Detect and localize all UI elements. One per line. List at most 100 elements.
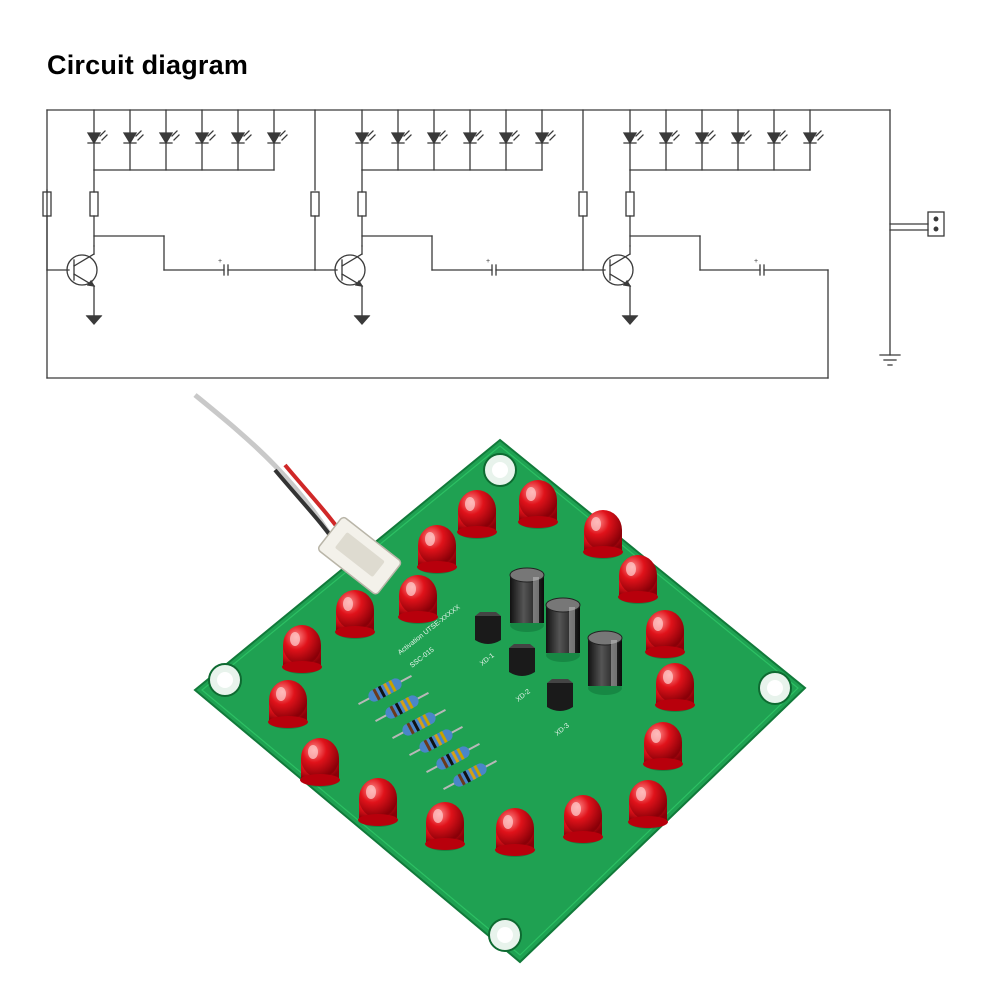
led-arrow (441, 134, 448, 141)
led-dome (519, 480, 557, 520)
led-highlight (290, 632, 300, 646)
led-arrow (637, 134, 644, 141)
resistor (443, 760, 497, 790)
resistor-band (372, 688, 381, 701)
led-dome (426, 802, 464, 842)
to92-transistor (547, 683, 573, 711)
led-arrow (137, 134, 144, 141)
connector-pin (933, 226, 939, 232)
led-diode (194, 132, 210, 145)
to92-transistor (475, 616, 501, 644)
led-arrow (707, 130, 714, 137)
led-dome (646, 610, 684, 650)
led-highlight (626, 562, 636, 576)
led-dome (656, 663, 694, 703)
led-arrow (403, 130, 410, 137)
led-dome (564, 795, 602, 835)
led-dome (301, 738, 339, 778)
led-highlight (343, 597, 353, 611)
to92-transistor (509, 648, 535, 676)
led-dome (619, 555, 657, 595)
resistor-band (473, 765, 482, 778)
led-flange (628, 816, 668, 828)
led-flange (425, 838, 465, 850)
led-highlight (425, 532, 435, 546)
resistor-band (428, 736, 438, 749)
led-arrow (439, 130, 446, 137)
ground-symbol (85, 315, 103, 325)
led-arrow (547, 130, 554, 137)
ground-symbol (353, 315, 371, 325)
led-highlight (276, 687, 286, 701)
resistor-band (462, 770, 472, 783)
transistor-npn (66, 254, 98, 286)
connector-pin (933, 216, 939, 222)
resistor-band (440, 756, 449, 769)
led-flange (618, 591, 658, 603)
led-diode (462, 132, 478, 145)
led-arrow (709, 134, 716, 141)
led-arrow (745, 134, 752, 141)
led-arrow (477, 134, 484, 141)
resistor-band (400, 699, 409, 712)
led-highlight (526, 487, 536, 501)
led-arrow (779, 130, 786, 137)
led-diode (266, 132, 282, 145)
led-highlight (571, 802, 581, 816)
led-diode (730, 132, 746, 145)
led-diode (354, 132, 370, 145)
resistor-band (451, 750, 460, 763)
transistor-collector (609, 253, 631, 267)
led-diode (122, 132, 138, 145)
led-dome (644, 722, 682, 762)
led-flange (563, 831, 603, 843)
transistor-top (547, 679, 573, 683)
led-highlight (651, 729, 661, 743)
transistor-npn (334, 254, 366, 286)
resistor-band (377, 685, 387, 698)
led-arrow (99, 130, 106, 137)
led-arrow (135, 130, 142, 137)
resistor-band (456, 748, 465, 761)
led-dome (283, 625, 321, 665)
led-flange (300, 774, 340, 786)
led-arrow (101, 134, 108, 141)
cap-polarity: + (218, 258, 222, 265)
led-flange (398, 611, 438, 623)
led-arrow (207, 130, 214, 137)
led-flange (583, 546, 623, 558)
led-diode (230, 132, 246, 145)
resistor-band (439, 731, 448, 744)
led-arrow (671, 130, 678, 137)
led-flange (518, 516, 558, 528)
led-highlight (591, 517, 601, 531)
led-highlight (503, 815, 513, 829)
led-diode (534, 132, 550, 145)
resistor-band (445, 753, 455, 766)
led-flange (335, 626, 375, 638)
led-diode (498, 132, 514, 145)
led-arrow (815, 130, 822, 137)
resistor-band (389, 705, 398, 718)
ground-symbol (621, 315, 639, 325)
resistor (392, 709, 446, 739)
led-highlight (636, 787, 646, 801)
led-arrow (405, 134, 412, 141)
led-highlight (653, 617, 663, 631)
led-flange (268, 716, 308, 728)
mounting-hole-center (497, 927, 513, 943)
capacitor-stripe (533, 577, 539, 623)
cap-polarity: + (754, 258, 758, 265)
led-diode (694, 132, 710, 145)
emitter-arrow (622, 279, 632, 287)
led-dome (359, 778, 397, 818)
led-diode (658, 132, 674, 145)
led-flange (282, 661, 322, 673)
led-highlight (406, 582, 416, 596)
resistor-band (406, 722, 415, 735)
led-diode (86, 132, 102, 145)
resistor-band (423, 739, 432, 752)
power-connector (927, 211, 945, 237)
transistor-top (509, 644, 535, 648)
